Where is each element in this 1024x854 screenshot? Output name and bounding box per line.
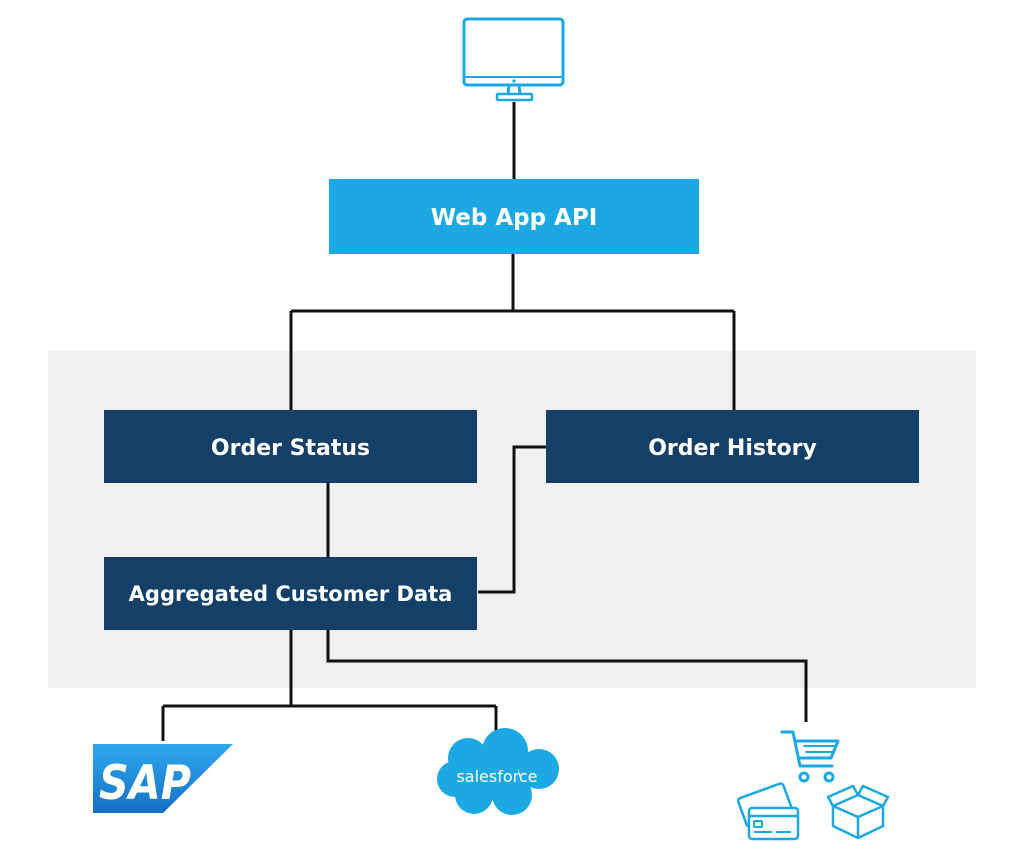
aggregated-customer-data-label: Aggregated Customer Data (129, 582, 453, 606)
services-panel (48, 351, 976, 688)
salesforce-logo-text: salesforce (456, 767, 537, 786)
connector-api-branch (289, 254, 736, 410)
sap-logo: SAP (93, 744, 233, 813)
salesforce-logo: salesforce (437, 728, 559, 815)
web-app-api-box: Web App API (329, 179, 699, 254)
aggregated-customer-data-box: Aggregated Customer Data (104, 557, 477, 630)
connector-aggregated-to-ecommerce (326, 630, 808, 722)
desktop-monitor-icon (462, 17, 565, 102)
order-history-label: Order History (648, 436, 817, 461)
credit-card-icon (736, 782, 800, 841)
order-status-box: Order Status (104, 410, 477, 483)
order-status-label: Order Status (211, 436, 370, 461)
sap-logo-text: SAP (99, 756, 191, 811)
order-history-box: Order History (546, 410, 919, 483)
connector-aggregated-to-erp (161, 630, 498, 741)
package-box-icon (826, 784, 890, 840)
web-app-api-label: Web App API (431, 205, 598, 231)
shopping-cart-icon (780, 730, 840, 783)
connector-history-to-aggregated (478, 445, 546, 594)
connectors (161, 102, 808, 741)
